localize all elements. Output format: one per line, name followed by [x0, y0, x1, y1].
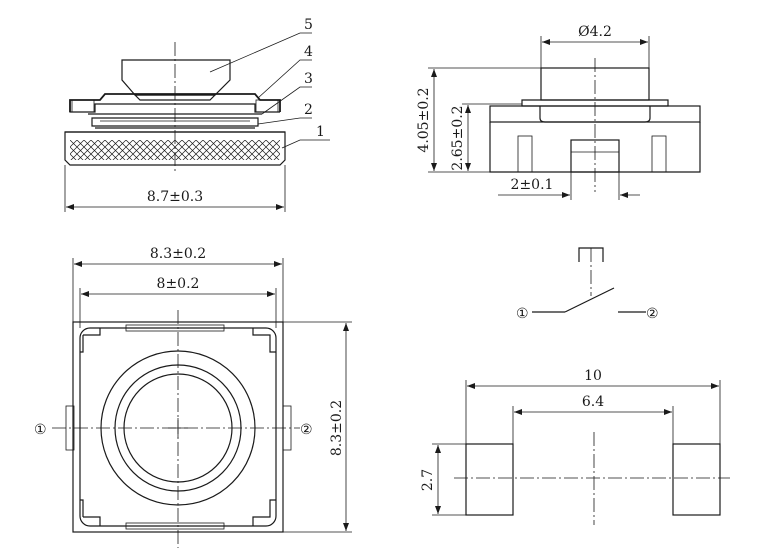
- pcb-footprint: 10 6.4 2.7: [420, 368, 730, 525]
- part-label-3: 3: [304, 71, 313, 87]
- top-view: ① ② 8.3±0.2 8±0.2 8.3±0.2: [34, 246, 352, 548]
- switch-schematic: ① ②: [516, 247, 659, 322]
- top-height-dim: 8.3±0.2: [329, 400, 345, 456]
- pcb-outer-dim: 10: [584, 368, 602, 384]
- dome: [91, 117, 259, 127]
- side-section-view: 5 4 3 2 1 8.7±0.3: [64, 17, 330, 212]
- front-total-height-dim: 4.05±0.2: [416, 87, 432, 152]
- pad-right: [672, 443, 721, 516]
- pcb-inner-dim: 6.4: [582, 394, 604, 410]
- top-terminal-1-label: ①: [34, 422, 47, 438]
- actuator: [121, 59, 231, 96]
- part-label-5: 5: [304, 17, 313, 33]
- schematic-terminal-2-label: ②: [646, 306, 659, 322]
- schematic-terminal-1-label: ①: [516, 306, 529, 322]
- part-label-2: 2: [304, 102, 313, 118]
- pad-left: [465, 443, 514, 516]
- top-inner-width-dim: 8±0.2: [157, 276, 200, 292]
- front-view: Ø4.2 4.05±0.2 2.65±0.2 2±0.1: [416, 24, 701, 200]
- side-width-dim: 8.7±0.3: [147, 189, 203, 205]
- front-diameter-dim: Ø4.2: [578, 24, 612, 40]
- front-terminal-dim: 2±0.1: [511, 177, 554, 193]
- top-terminal-2-label: ②: [300, 422, 313, 438]
- top-outer-width-dim: 8.3±0.2: [150, 246, 206, 262]
- switch-contact: [564, 287, 615, 313]
- front-body-height-dim: 2.65±0.2: [450, 105, 466, 170]
- pcb-pad-height-dim: 2.7: [420, 469, 436, 491]
- part-label-1: 1: [316, 124, 325, 140]
- part-label-4: 4: [304, 44, 313, 60]
